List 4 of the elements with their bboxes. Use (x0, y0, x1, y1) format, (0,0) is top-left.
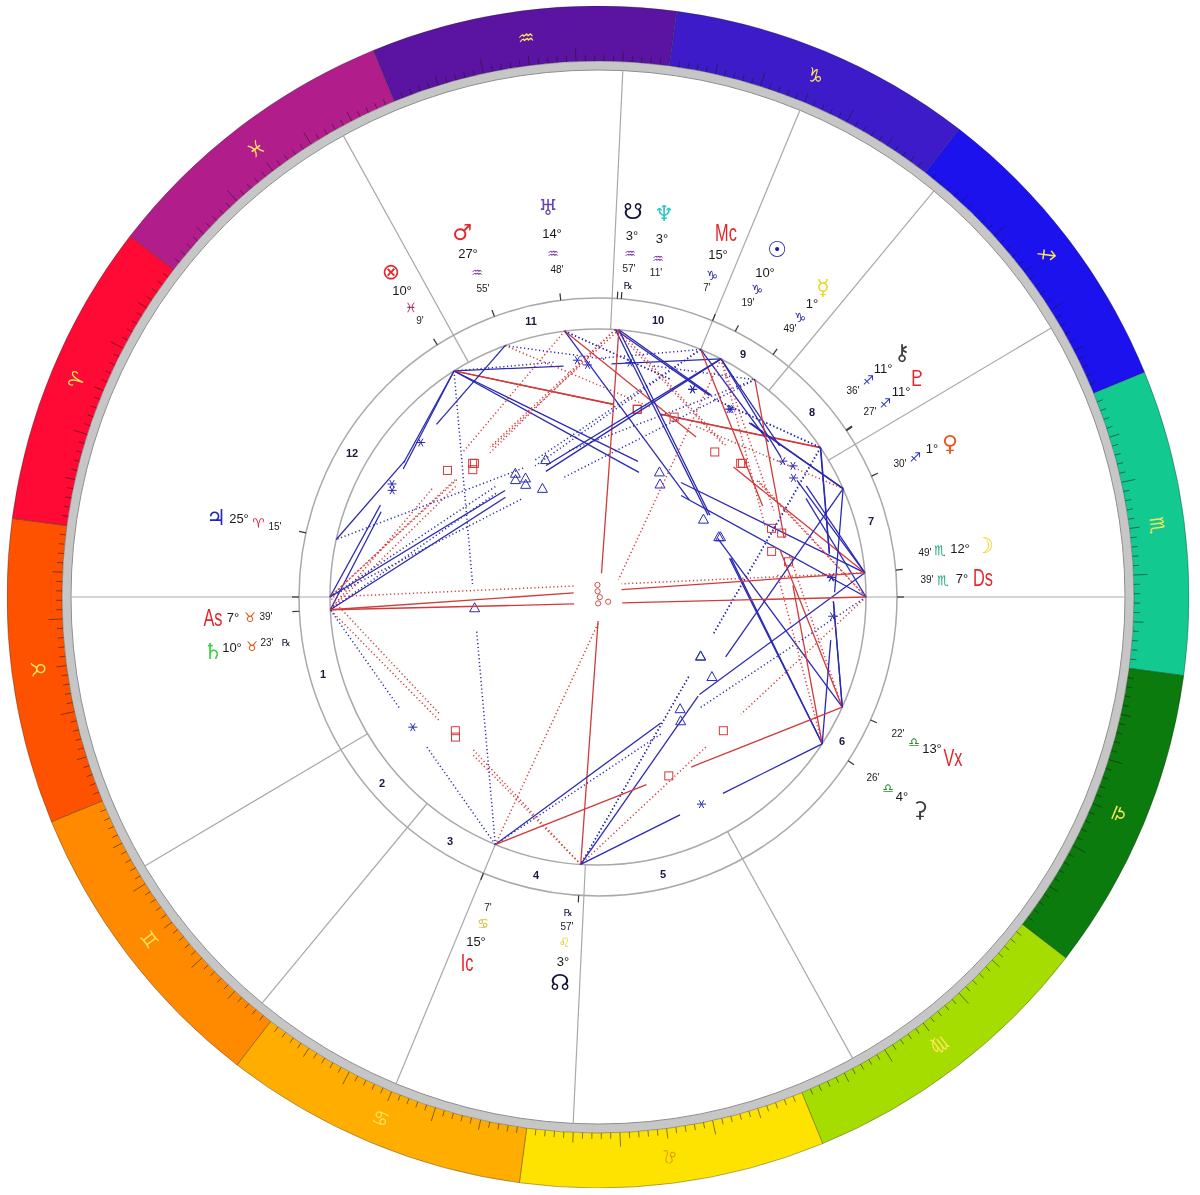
zodiac-glyph: ♉ (28, 659, 50, 679)
zodiac-glyph: ♒ (516, 27, 536, 49)
zodiac-glyph: ♏ (1146, 515, 1168, 535)
zodiac-glyph: ♌ (660, 1145, 680, 1167)
